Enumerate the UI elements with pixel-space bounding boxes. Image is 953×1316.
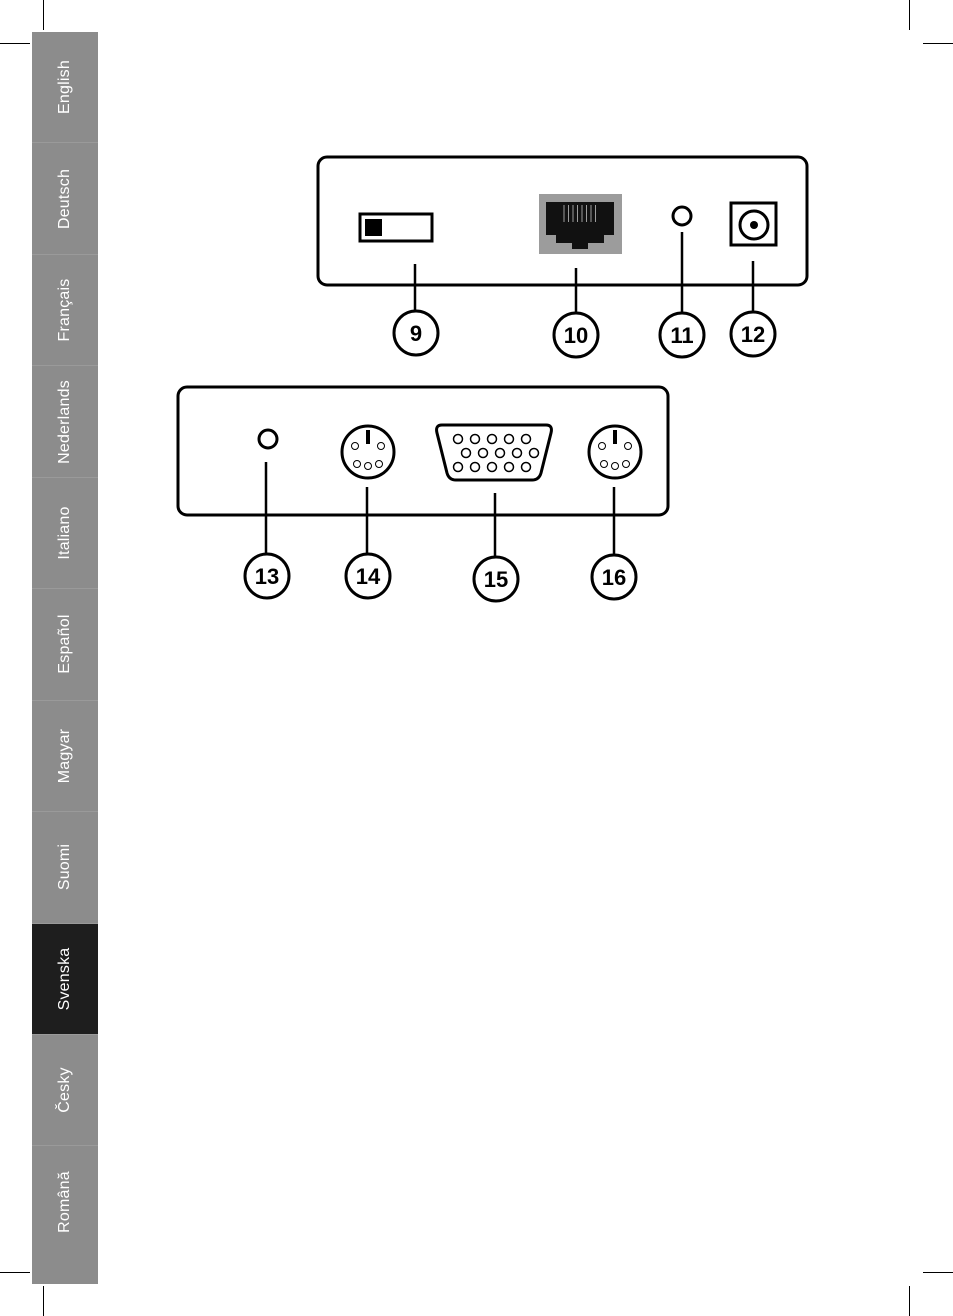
callout-number: 9	[410, 321, 422, 346]
callout-number: 10	[564, 323, 588, 348]
callout-11: 11	[660, 313, 704, 357]
callout-10: 10	[554, 313, 598, 357]
callout-13: 13	[245, 554, 289, 598]
slide-switch-icon	[360, 214, 432, 241]
callout-12: 12	[731, 312, 775, 356]
callout-number: 11	[670, 323, 693, 348]
callout-16: 16	[592, 555, 636, 599]
ps2-port-icon	[342, 426, 394, 478]
dc-power-jack-icon	[731, 203, 776, 245]
callout-number: 13	[255, 564, 279, 589]
callout-number: 15	[484, 567, 508, 592]
callout-14: 14	[346, 554, 390, 598]
vga-port-icon	[437, 425, 552, 480]
led-indicator-icon	[673, 207, 691, 225]
callout-number: 16	[602, 565, 626, 590]
rj45-port-icon	[539, 194, 622, 254]
callout-15: 15	[474, 557, 518, 601]
callout-number: 14	[356, 564, 381, 589]
callout-9: 9	[394, 311, 438, 355]
led-indicator-icon	[259, 430, 277, 448]
ps2-port-icon	[589, 426, 641, 478]
callout-number: 12	[741, 322, 765, 347]
